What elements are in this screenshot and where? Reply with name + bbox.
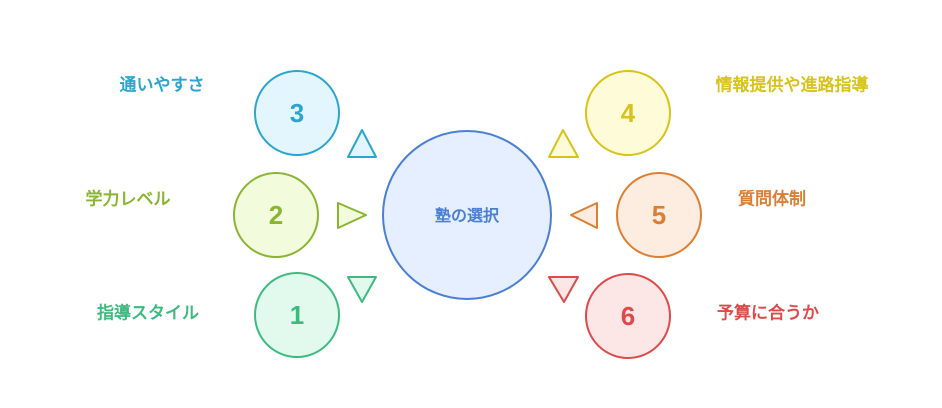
node-circle-1 — [254, 272, 340, 358]
node-number-4: 4 — [621, 98, 636, 128]
node-label-2: 学力レベル — [85, 189, 171, 210]
arrow-triangle-icon — [548, 276, 579, 303]
arrow-triangle-icon — [337, 202, 367, 229]
node-label-6: 予算に合うか — [717, 303, 819, 324]
node-label-5: 質問体制 — [738, 189, 806, 210]
arrow-triangle-icon — [548, 129, 579, 158]
center-label: 塾の選択 — [435, 206, 500, 225]
node-circle-4 — [585, 70, 671, 156]
node-label-1: 指導スタイル — [97, 303, 199, 324]
node-number-2: 2 — [269, 200, 283, 230]
center-circle — [382, 130, 552, 300]
node-number-5: 5 — [652, 200, 666, 230]
node-circle-3 — [254, 70, 340, 156]
node-circle-6 — [585, 273, 671, 359]
node-number-6: 6 — [621, 301, 635, 331]
arrow-triangle-icon — [347, 276, 377, 303]
node-label-4: 情報提供や進路指導 — [715, 75, 869, 96]
node-circle-2 — [233, 172, 319, 258]
node-label-3: 通いやすさ — [119, 75, 205, 96]
arrow-triangle-icon — [570, 202, 598, 229]
node-circle-5 — [616, 172, 702, 258]
arrow-triangle-icon — [347, 129, 377, 158]
node-number-3: 3 — [290, 98, 304, 128]
node-number-1: 1 — [290, 300, 304, 330]
